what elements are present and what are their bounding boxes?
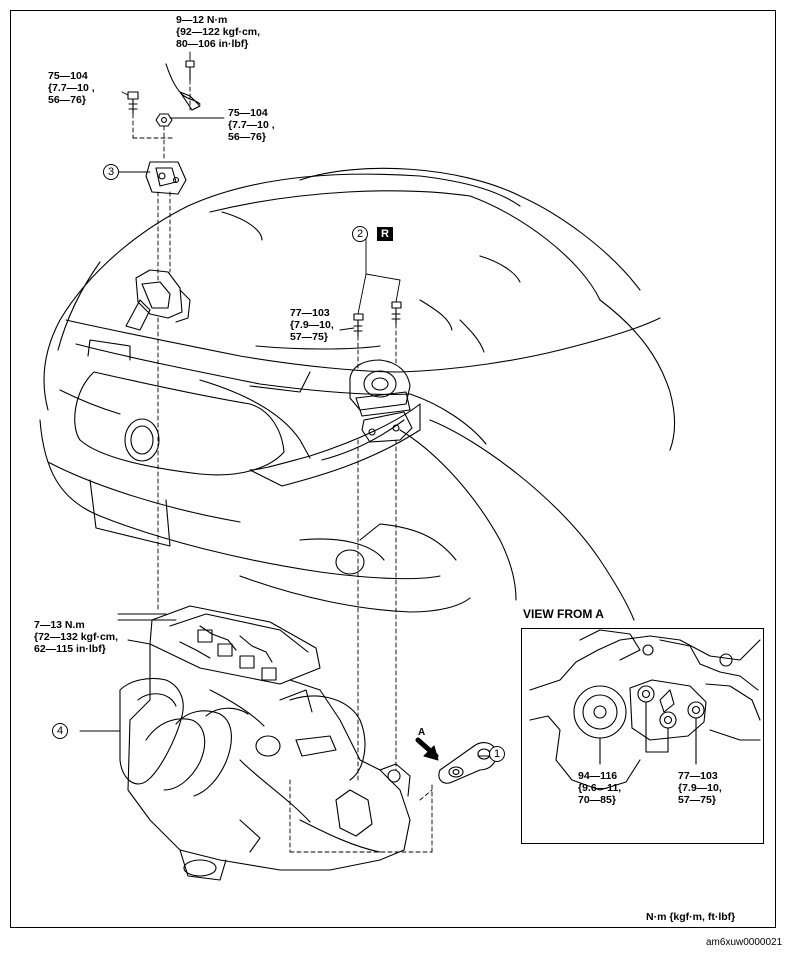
view-arrow-a bbox=[415, 737, 439, 761]
mount3-bolt-left bbox=[127, 91, 139, 115]
assembly-dashed-lines bbox=[132, 79, 433, 853]
replace-r-mark: R bbox=[377, 227, 393, 241]
units-note: N·m {kgf·m, ft·lbf} bbox=[646, 911, 736, 923]
torque-ground-strap-bolt: 9—12 N·m {92—122 kgf·cm, 80—106 in·lbf} bbox=[176, 14, 261, 50]
mount3-nut-right bbox=[155, 113, 173, 127]
callout-3-engine-mount-no3: 3 bbox=[103, 164, 119, 180]
figure-frame bbox=[10, 10, 776, 928]
mount2-bolts bbox=[353, 301, 402, 337]
ground-strap-bolt bbox=[165, 60, 201, 111]
torque-mount2-bolts: 77—103 {7.9—10, 57—75} bbox=[290, 307, 334, 343]
engine-transaxle-assembly bbox=[119, 605, 411, 881]
view-from-a-frame bbox=[521, 628, 764, 844]
torque-mount3-nut: 75—104 {7.7—10 , 56—76} bbox=[228, 107, 275, 143]
torque-engine-bolt: 7—13 N.m {72—132 kgf·cm, 62—115 in·lbf} bbox=[34, 619, 119, 655]
engine-mount-no3-lower-bracket bbox=[125, 269, 191, 331]
engine-mount-no3 bbox=[145, 161, 187, 195]
callout-1-engine-mount-no1: 1 bbox=[489, 746, 505, 762]
engine-mount-no1 bbox=[438, 742, 497, 784]
callout-4-engine-transaxle: 4 bbox=[52, 723, 68, 739]
view-from-a-drawing bbox=[529, 629, 761, 791]
figure-code: am6xuw0000021 bbox=[706, 937, 783, 948]
arrow-a-label: A bbox=[418, 727, 426, 738]
leader-lines bbox=[79, 51, 491, 757]
vehicle-body-outline bbox=[39, 167, 676, 621]
callout-2-engine-mount-no2: 2 bbox=[352, 226, 368, 242]
torque-mount3-bolt: 75—104 {7.7—10 , 56—76} bbox=[48, 70, 95, 106]
torque-view-large-bolt: 94—116 {9.6—11, 70—85} bbox=[578, 770, 622, 806]
engine-mount-no2 bbox=[349, 359, 413, 443]
torque-view-small-bolts: 77—103 {7.9—10, 57—75} bbox=[678, 770, 722, 806]
view-from-a-title: VIEW FROM A bbox=[523, 607, 604, 621]
